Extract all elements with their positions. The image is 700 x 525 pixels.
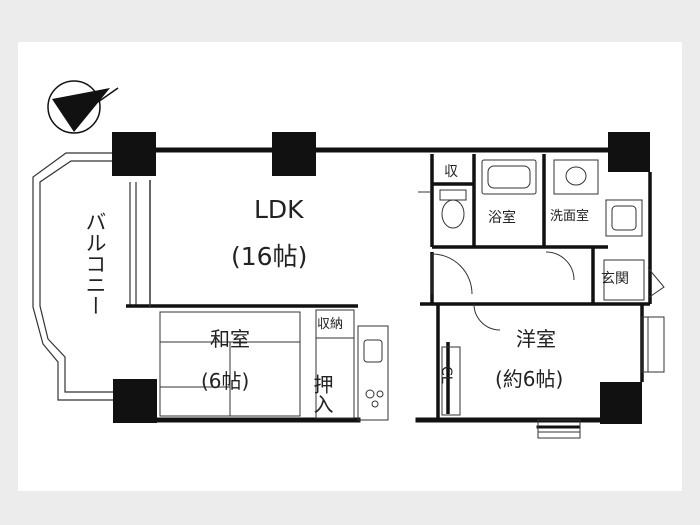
- entrance-label: 玄関: [601, 270, 629, 287]
- bath-label: 浴室: [488, 209, 516, 226]
- balcony-outline: [32, 152, 137, 401]
- floor-plan-drawing: バルコニー LDK (16帖) 和室 (6帖) 洋室 (約6帖) 収納 押入 収…: [32, 80, 665, 439]
- floor-plan: バルコニー LDK (16帖) 和室 (6帖) 洋室 (約6帖) 収納 押入 収…: [18, 42, 682, 491]
- balcony-label: バルコニー: [83, 211, 107, 316]
- closet-cl-label: CL: [438, 366, 454, 384]
- ldk-name: LDK: [254, 195, 304, 224]
- washitsu-size: (6帖): [201, 369, 249, 393]
- yoshitsu-name: 洋室: [516, 327, 556, 351]
- thin-details: [149, 159, 665, 439]
- washitsu-name: 和室: [210, 327, 250, 351]
- oshiire-label: 押入: [310, 374, 334, 414]
- north-arrow-icon: [47, 80, 119, 134]
- ldk-size: (16帖): [231, 242, 307, 271]
- pillars: [112, 132, 650, 424]
- washroom-label: 洗面室: [550, 208, 589, 224]
- storage-label: 収納: [317, 317, 343, 332]
- closet-top-label: 収: [444, 164, 458, 180]
- yoshitsu-size: (約6帖): [495, 367, 563, 391]
